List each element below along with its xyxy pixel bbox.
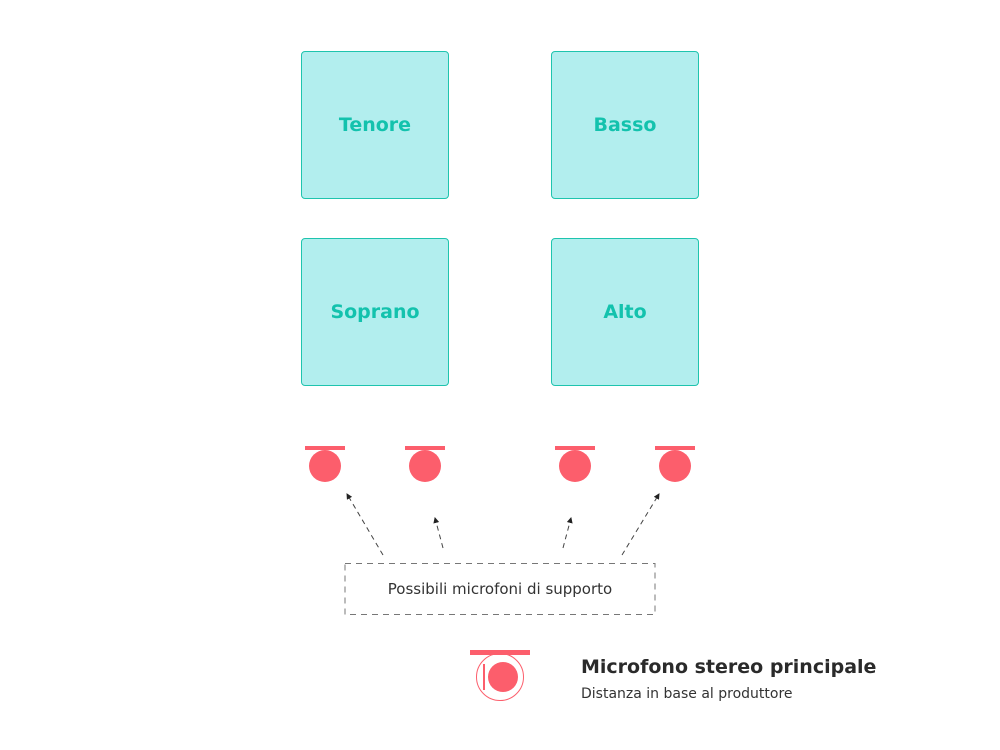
main-stereo-mic-icon (470, 650, 530, 701)
legend-subtitle: Distanza in base al produttore (581, 686, 793, 702)
support-mics-note: Possibili microfoni di supporto (387, 579, 613, 598)
section-soprano: Soprano (301, 238, 449, 386)
arrows (346, 493, 660, 556)
support-mic-icon-2 (405, 446, 445, 482)
support-mic-icon-3 (555, 446, 595, 482)
support-mic-icon-1 (305, 446, 345, 482)
support-mic-icon-4 (655, 446, 695, 482)
section-basso: Basso (551, 51, 699, 199)
section-tenore: Tenore (301, 51, 449, 199)
note-box (344, 563, 656, 615)
legend-title: Microfono stereo principale (581, 656, 877, 678)
section-alto: Alto (551, 238, 699, 386)
